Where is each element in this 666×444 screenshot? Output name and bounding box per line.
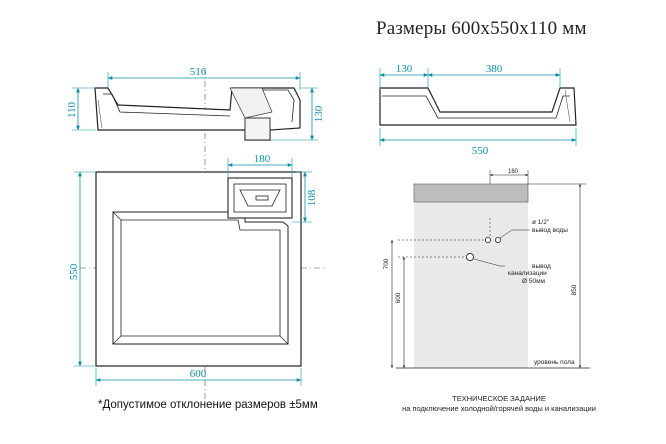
side-basin-outline: [379, 87, 577, 126]
dim-top-offset: 160: [508, 169, 519, 175]
dim-front-height-left: 110: [66, 101, 78, 118]
page-title: Размеры 600х550х110 мм: [376, 18, 587, 39]
drain-label-1: вывод: [532, 263, 551, 270]
drain-label-3: Ø 50мм: [522, 278, 546, 285]
tolerance-footnote: *Допустимое отклонение размеров ±5мм: [98, 399, 318, 411]
dim-top-faucet-depth: 108: [306, 189, 318, 206]
front-view: 516 110 130: [66, 66, 325, 400]
dim-front-width: 516: [190, 66, 207, 78]
tech-note-title: ТЕХНИЧЕСКОЕ ЗАДАНИЕ: [452, 394, 546, 403]
wall-area: [414, 200, 528, 368]
dim-top-depth: 550: [68, 263, 80, 280]
dim-top-width: 600: [190, 368, 207, 380]
installation-view: 160 ø 1/2" вывод воды вывод канализации …: [383, 169, 590, 369]
floor-label: уровень пола: [534, 359, 575, 366]
basin-slab: [413, 183, 529, 203]
top-view: 180 108 550 600: [68, 153, 325, 386]
dim-height-600: 600: [395, 292, 402, 303]
dim-height-850: 850: [571, 284, 578, 295]
water-label-diameter: ø 1/2": [532, 219, 550, 226]
top-bowl-outline: [112, 211, 289, 345]
dim-side-right: 380: [486, 63, 503, 75]
water-label-text: вывод воды: [532, 227, 568, 234]
dim-height-700: 700: [383, 258, 390, 269]
water-outlet-cold: [494, 236, 501, 243]
tech-note-subtitle: на подключение холодной/горячей воды и к…: [402, 404, 596, 413]
drain-outlet: [465, 252, 475, 262]
side-view: 130 380 550: [379, 63, 577, 157]
dim-side-left: 130: [396, 63, 413, 75]
dim-side-total: 550: [472, 145, 489, 157]
water-outlet-hot: [484, 236, 491, 243]
dim-front-height-right: 130: [313, 105, 325, 122]
drain-label-2: канализации: [508, 270, 547, 277]
front-drain-block: [244, 117, 271, 141]
dim-top-faucet-width: 180: [254, 153, 271, 165]
top-faucet-box: [227, 177, 293, 219]
